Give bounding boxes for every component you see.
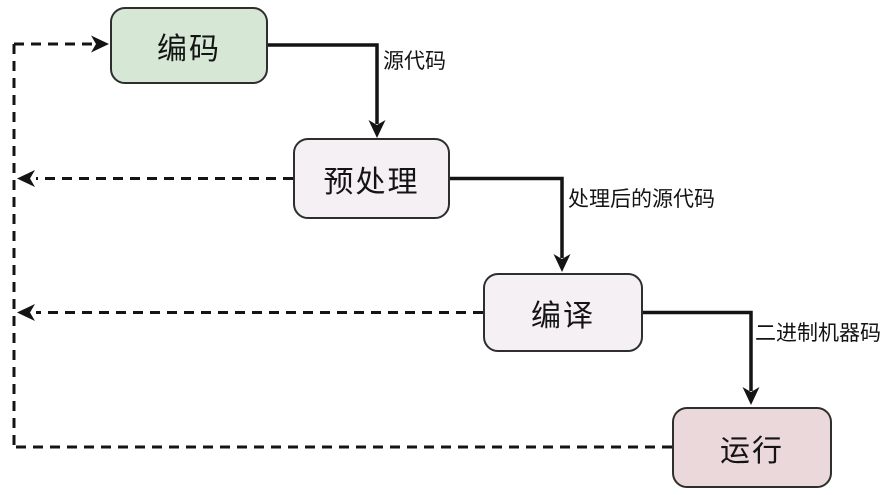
edge-compile-to-run [642, 310, 760, 405]
arrowhead-left-icon [17, 304, 35, 321]
edge-label-processed-source-code: 处理后的源代码 [568, 188, 715, 211]
edge-code-to-preprocess [268, 43, 386, 138]
node-run: 运行 [672, 407, 832, 488]
arrowhead-left-icon [17, 170, 35, 187]
edge-compile-feedback [17, 304, 483, 321]
node-compile-label: 编译 [531, 299, 595, 333]
node-code: 编码 [110, 7, 268, 84]
edge-label-source-code: 源代码 [383, 50, 446, 73]
arrowhead-down-icon [368, 120, 386, 138]
node-preprocess-label: 预处理 [323, 165, 420, 199]
node-run-label: 运行 [720, 434, 784, 468]
edge-label-binary-machine-code: 二进制机器码 [755, 322, 881, 345]
edge-preprocess-to-compile [449, 176, 571, 272]
arrowhead-right-icon [91, 35, 109, 53]
arrowhead-down-icon [742, 387, 760, 405]
node-code-label: 编码 [157, 32, 221, 66]
edge-feedback-to-code [14, 35, 109, 53]
node-compile: 编译 [483, 273, 643, 352]
node-preprocess: 预处理 [293, 138, 450, 219]
arrowhead-down-icon [553, 254, 571, 272]
edge-preprocess-feedback [17, 170, 293, 187]
